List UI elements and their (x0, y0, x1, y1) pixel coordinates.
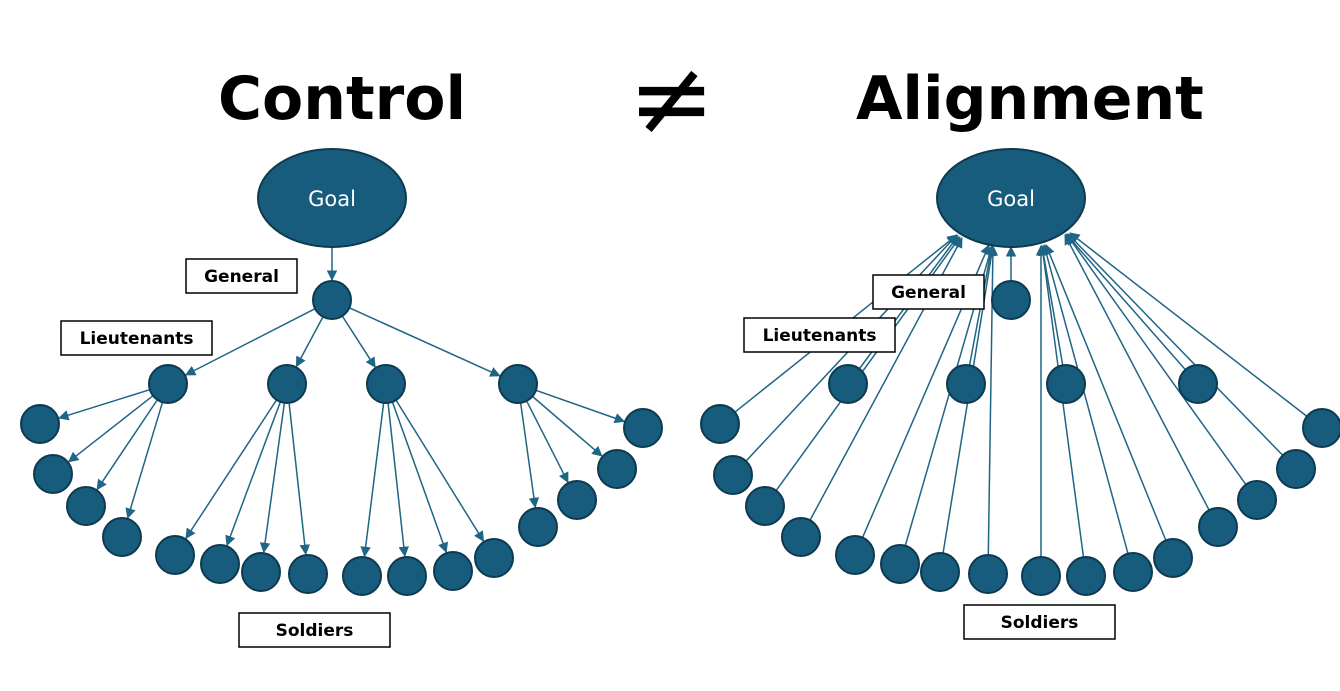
alignment-general-node (991, 280, 1031, 320)
control-general-label: General (185, 258, 298, 294)
control-lieutenant-node (366, 364, 406, 404)
alignment-soldier-node (968, 554, 1008, 594)
alignment-soldier-node (1276, 449, 1316, 489)
control-lieutenant-to-soldier-arrow (185, 399, 278, 540)
alignment-soldier-to-goal-arrow (1044, 244, 1167, 541)
control-lieutenant-to-soldier-arrow (360, 402, 385, 558)
alignment-soldier-node (1113, 552, 1153, 592)
control-lieutenants-label: Lieutenants (60, 320, 213, 356)
alignment-soldier-node (1153, 538, 1193, 578)
alignment-soldier-node (1198, 507, 1238, 547)
control-soldier-node (597, 449, 637, 489)
control-lieutenant-to-soldier-arrow (525, 400, 569, 484)
control-lieutenant-to-soldier-arrow (225, 401, 282, 547)
alignment-goal-node (936, 148, 1086, 248)
control-soldier-node (342, 556, 382, 596)
control-lieutenant-to-soldier-arrow (288, 402, 310, 556)
alignment-soldier-node (1302, 408, 1340, 448)
control-lieutenant-to-soldier-arrow (391, 401, 449, 554)
control-soldier-node (102, 517, 142, 557)
alignment-lieutenants-label-text: Lieutenants (763, 326, 877, 346)
control-soldier-node (155, 535, 195, 575)
control-lieutenant-to-soldier-arrow (519, 402, 540, 509)
control-soldier-node (20, 404, 60, 444)
alignment-lieutenant-node (946, 364, 986, 404)
alignment-soldier-node (835, 535, 875, 575)
control-lieutenant-to-soldier-arrow (67, 395, 154, 463)
alignment-soldier-to-goal-arrow (1069, 232, 1308, 417)
alignment-lieutenant-node (828, 364, 868, 404)
alignment-soldier-node (920, 552, 960, 592)
control-lieutenant-node (498, 364, 538, 404)
nodes-layer (20, 148, 1340, 596)
control-general-to-lieutenant-arrow (295, 316, 324, 368)
control-general-to-lieutenant-arrow (184, 307, 316, 376)
control-general-label-text: General (204, 267, 279, 287)
alignment-soldier-to-goal-arrow (1067, 233, 1284, 456)
control-lieutenant-to-soldier-arrow (531, 395, 603, 457)
control-soldier-node (474, 538, 514, 578)
alignment-soldiers-label-text: Soldiers (1001, 613, 1079, 633)
control-soldier-node (433, 551, 473, 591)
alignment-soldiers-label: Soldiers (963, 604, 1116, 640)
alignment-lieutenants-label: Lieutenants (743, 317, 896, 353)
alignment-soldier-node (781, 517, 821, 557)
control-lieutenant-node (148, 364, 188, 404)
control-general-node (312, 280, 352, 320)
alignment-general-label-text: General (891, 283, 966, 303)
alignment-lieutenant-to-goal-arrow (1038, 244, 1064, 366)
alignment-lieutenant-node (1046, 364, 1086, 404)
alignment-soldier-node (745, 486, 785, 526)
control-lieutenant-to-soldier-arrow (535, 389, 626, 424)
control-title: Control (218, 64, 467, 134)
alignment-soldier-to-goal-arrow (1064, 234, 1210, 511)
control-soldier-node (66, 486, 106, 526)
control-lieutenant-to-soldier-arrow (125, 401, 164, 519)
control-soldier-node (623, 408, 663, 448)
control-soldier-node (518, 507, 558, 547)
control-soldier-node (557, 480, 597, 520)
alignment-lieutenant-to-goal-arrow (1065, 233, 1187, 371)
control-lieutenant-to-soldier-arrow (259, 402, 286, 554)
alignment-soldier-to-goal-arrow (1066, 234, 1247, 485)
control-lieutenant-to-soldier-arrow (395, 399, 485, 542)
control-general-to-lieutenant-arrow (349, 307, 501, 377)
control-soldier-node (33, 454, 73, 494)
alignment-lieutenant-node (1178, 364, 1218, 404)
control-lieutenant-to-soldier-arrow (387, 402, 410, 558)
control-lieutenant-to-soldier-arrow (58, 388, 151, 421)
control-soldiers-label: Soldiers (238, 612, 391, 648)
control-general-to-lieutenant-arrow (341, 315, 376, 369)
control-lieutenants-label-text: Lieutenants (80, 329, 194, 349)
alignment-title: Alignment (856, 64, 1204, 134)
alignment-soldier-node (1066, 556, 1106, 596)
alignment-soldier-node (880, 544, 920, 584)
control-soldiers-label-text: Soldiers (276, 621, 354, 641)
alignment-general-label: General (872, 274, 985, 310)
alignment-soldier-to-goal-arrow (1041, 243, 1129, 554)
alignment-soldier-node (1237, 480, 1277, 520)
control-lieutenant-to-soldier-arrow (96, 399, 159, 491)
control-soldier-node (200, 544, 240, 584)
alignment-goal-label: Goal (987, 187, 1035, 211)
not-equal-symbol: ≠ (628, 37, 716, 159)
alignment-soldier-node (700, 404, 740, 444)
control-goal-node (257, 148, 407, 248)
control-soldier-node (387, 556, 427, 596)
control-lieutenant-node (267, 364, 307, 404)
control-soldier-node (288, 554, 328, 594)
alignment-soldier-node (713, 455, 753, 495)
control-goal-label: Goal (308, 187, 356, 211)
alignment-soldier-to-goal-arrow (987, 244, 999, 556)
control-soldier-node (241, 552, 281, 592)
alignment-soldier-node (1021, 556, 1061, 596)
